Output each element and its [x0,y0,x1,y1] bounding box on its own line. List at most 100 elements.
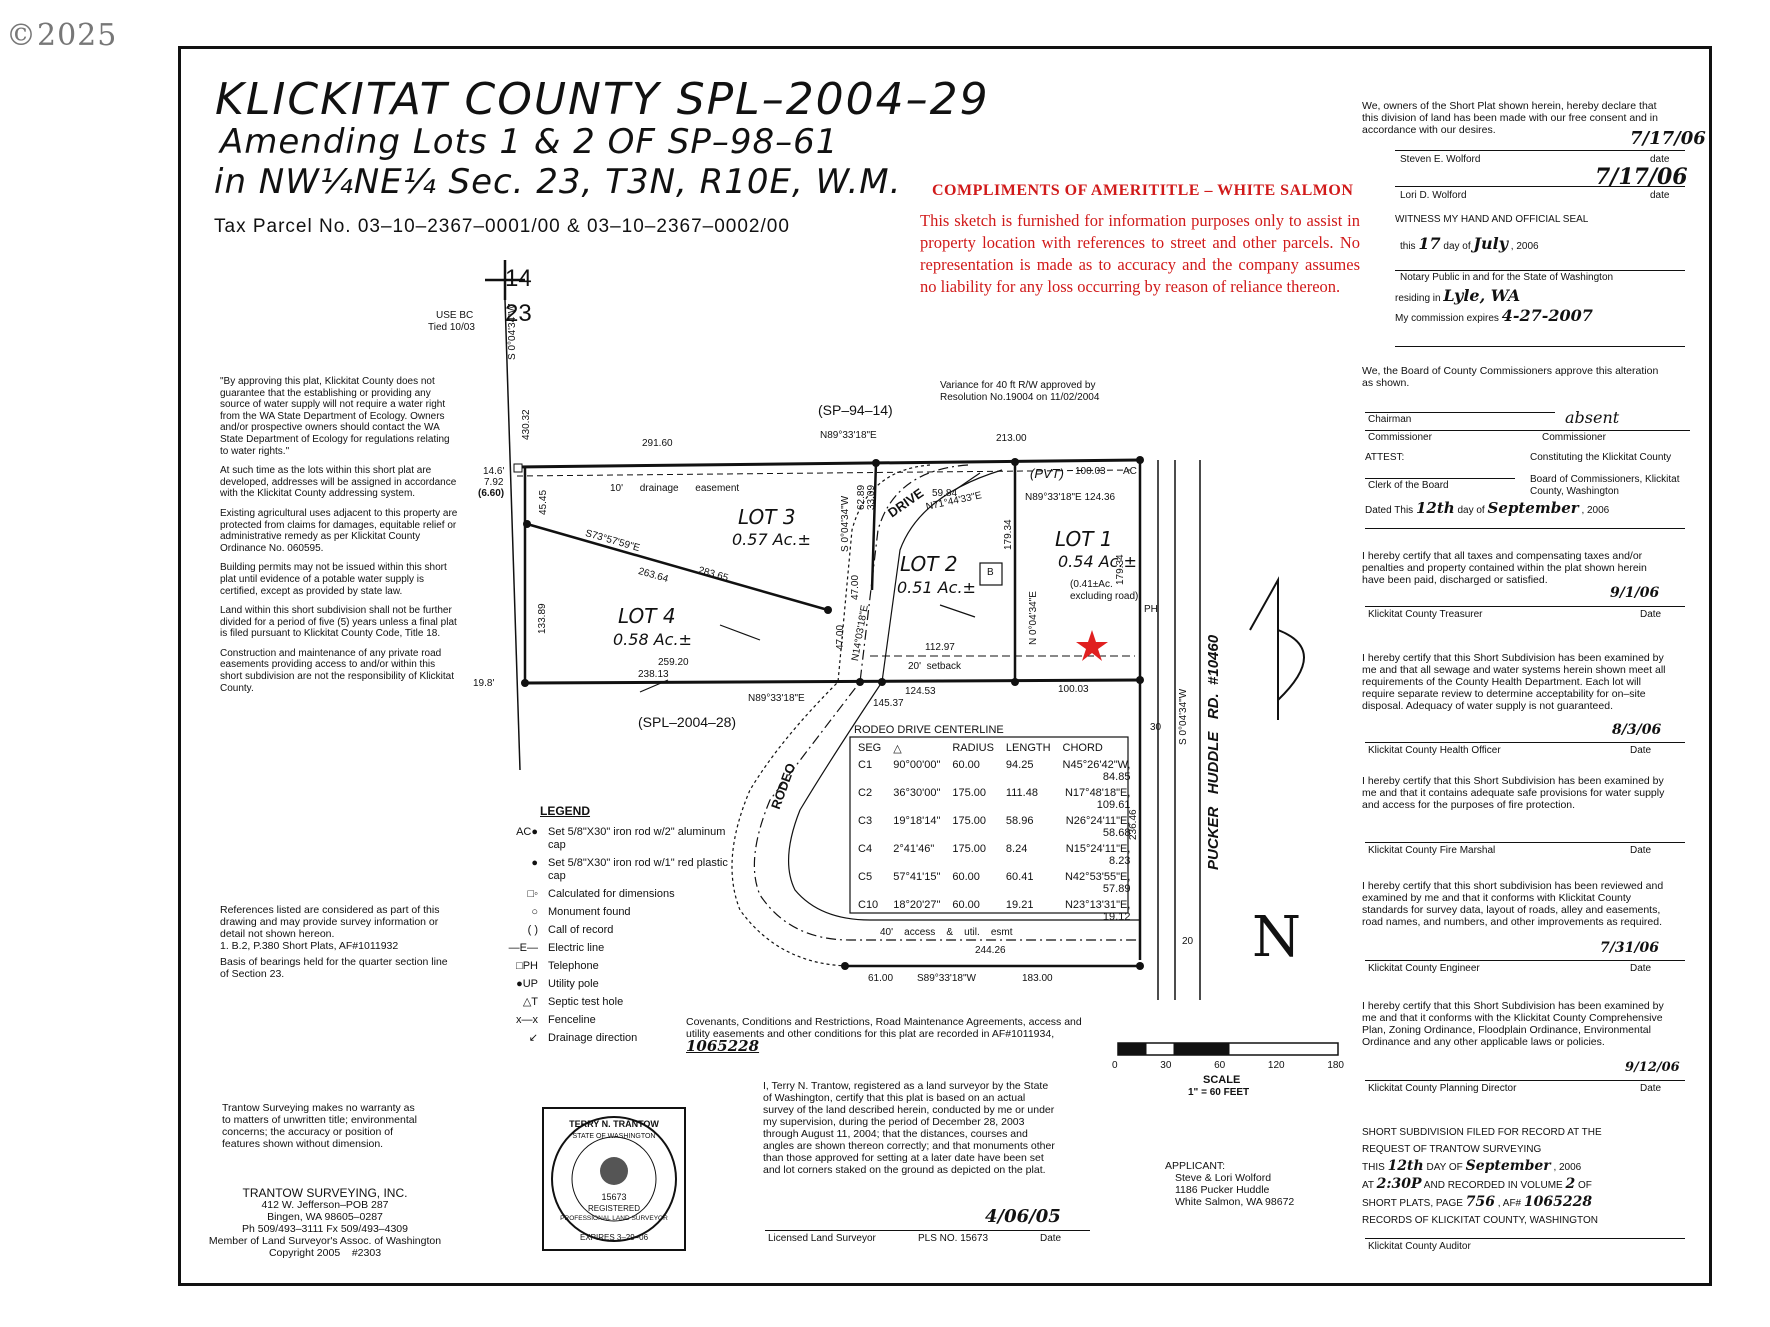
seal-number: 15673 [601,1192,627,1202]
surveyor-certificate: I, Terry N. Trantow, registered as a lan… [763,1080,1055,1176]
scale-ticks: 0 30 60 120 180 [1112,1060,1344,1071]
dist-19-8: 19.8' [473,678,495,689]
lot-1-area: 0.54 Ac.± [1058,552,1137,571]
curve-table-cell: C4 [858,843,873,855]
dist-47-00-a: 47.00 [850,574,861,600]
auditor-line-1: SHORT SUBDIVISION FILED FOR RECORD AT TH… [1362,1127,1602,1138]
curve-table-cell: C2 [858,787,873,799]
curve-table-cell: N23°13'31"E, 19.12 [1064,899,1131,923]
absent-note: absent [1565,408,1620,427]
tax-parcel-number: Tax Parcel No. 03–10–2367–0001/00 & 03–1… [214,216,790,237]
firm-copyright: Copyright 2005 [268,1247,341,1259]
drainage-arrow [639,679,669,693]
north-bearing-124: N89°33'18"E 124.36 [1025,492,1116,503]
curve-table-cell: 19.21 [1005,899,1034,911]
curve-header-delta: △ [893,743,902,755]
surveyor-sign-date: 4/06/05 [985,1206,1061,1227]
surveyor-sign-label: Licensed Land Surveyor [768,1233,876,1244]
drainage-arrow [954,472,981,491]
note-building-permits: Building permits may not be issued withi… [220,562,447,597]
section-number-bottom: 23 [505,300,532,327]
auditor-label: Klickitat County Auditor [1368,1241,1471,1252]
curve-header-length: LENGTH [1005,742,1051,754]
use-bc: USE BC [436,310,474,321]
legend-item: ●Set 5/8"X30" iron rod w/1" red plastic … [488,857,728,883]
curve-table-cell: 175.00 [952,843,987,855]
legend-symbol: □PH [516,960,538,972]
curve-table-cell: 2°41'46" [893,843,935,855]
auditor-at: AT [1362,1180,1374,1191]
auditor-month: September [1465,1158,1551,1174]
lot-4-label: LOT 4 [618,604,676,628]
curve-table-cell: N45°26'42"W, 84.85 [1062,759,1131,783]
north-dist-100: 100.03 [1075,466,1106,477]
treasurer-date: 9/1/06 [1610,585,1660,601]
applicant-label: APPLICANT: [1165,1160,1226,1172]
legend-symbol: ↙ [528,1032,538,1044]
north-boundary [516,458,1141,469]
curve-table-cell: 58.96 [1005,815,1034,827]
residing-label: residing in [1395,293,1441,304]
auditor-year: , 2006 [1553,1162,1582,1173]
legend-item: AC●Set 5/8"X30" iron rod w/2" aluminum c… [488,826,728,852]
telephone-label: PH [1144,604,1158,615]
monument-points [521,456,1144,970]
witness-month: July [1473,234,1508,253]
dist-238-13: 238.13 [638,669,669,680]
owners-divider [1395,346,1685,347]
dated-month: September [1487,499,1579,517]
owner-2-date-label: date [1650,190,1670,201]
legend-text: Calculated for dimensions [548,888,675,900]
legend-item: □◦Calculated for dimensions [488,888,728,901]
legend-symbol: x—x [516,1014,538,1026]
curve-header-seg: SEG [858,742,882,754]
iron-rod-point [523,520,531,528]
firm-name: TRANTOW SURVEYING, INC. [242,1186,408,1200]
iron-rod-point [1136,676,1144,684]
owner-1-date-label: date [1650,154,1670,165]
building-b-label: B [987,567,994,578]
owner-2-sign-line [1395,186,1685,187]
scale-label: SCALE [1203,1074,1241,1086]
iron-rod-point [1011,678,1019,686]
commission-label: My commission expires [1395,313,1499,324]
residing-value: Lyle, WA [1443,286,1521,305]
curve-table-cell: 60.00 [952,759,980,771]
planning-date-label: Date [1640,1083,1662,1094]
notary-sign-line [1395,270,1685,271]
surveyor-date-label: Date [1040,1233,1062,1244]
scale-bar-segment [1173,1042,1230,1056]
auditor-day-line: THIS 12th DAY OF September , 2006 [1362,1158,1672,1176]
curve-table-cell: 19°18'14" [893,815,941,827]
owner-2-date: 7/17/06 [1595,164,1688,190]
lot-1-bearing: N 0°04'34"E [1028,591,1039,645]
scale-tick: 180 [1327,1060,1344,1071]
engineer-label: Klickitat County Engineer [1368,963,1480,974]
dist-124-53: 124.53 [905,686,936,697]
health-label: Klickitat County Health Officer [1368,745,1501,756]
planning-sign-line [1365,1080,1685,1081]
auditor-page-line: SHORT PLATS, PAGE 756 , AF# 1065228 [1362,1194,1672,1212]
fire-label: Klickitat County Fire Marshal [1368,845,1496,856]
applicant-address-2: White Salmon, WA 98672 [1175,1196,1295,1208]
west-distance: 430.32 [521,409,532,440]
curve-table-cell: 8.24 [1005,843,1028,855]
curve-table-cell: C3 [858,815,873,827]
residing-line: residing in Lyle, WA [1395,288,1520,305]
surveyor-seal: TERRY N. TRANTOW STATE OF WASHINGTON 156… [542,1107,686,1251]
legend-item: x—x Fenceline [488,1014,728,1027]
planning-certificate: I hereby certify that this Short Subdivi… [1362,1000,1664,1048]
rodeo-drive-centerline [753,464,1140,941]
scale-tick: 120 [1267,1060,1285,1071]
commissioner-sign-line [1365,430,1545,431]
legend-text: Fenceline [548,1014,596,1026]
variance-note: Variance for 40 ft R/W approved by Resol… [940,380,1100,403]
iron-rod-point [1011,458,1019,466]
constituting-label: Constituting the Klickitat County [1530,452,1672,463]
engineer-sign-line [1365,960,1685,961]
health-date: 8/3/06 [1612,722,1662,738]
